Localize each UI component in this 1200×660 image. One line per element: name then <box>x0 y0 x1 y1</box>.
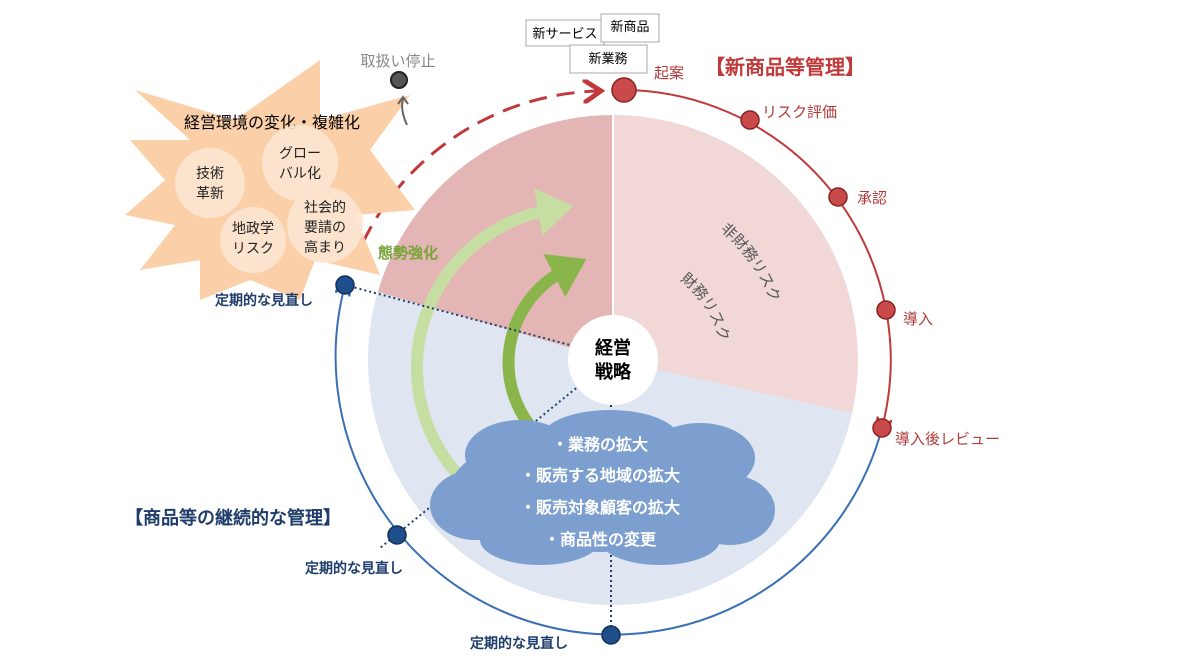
up-arrow-icon <box>397 95 409 126</box>
factor-text: 革新 <box>196 186 224 202</box>
cloud-item: ・商品性の変更 <box>544 530 657 549</box>
step-node-introduction[interactable] <box>876 300 896 320</box>
review-label: 定期的な見直し <box>470 635 568 652</box>
factor-text: 高まり <box>304 239 346 256</box>
strengthen-dashed-arrow <box>350 91 598 269</box>
step-label: 承認 <box>857 189 887 207</box>
factor-text: 社会的 <box>304 200 346 216</box>
center-label: 経営 <box>595 337 631 359</box>
stop-node[interactable] <box>390 71 408 89</box>
review-node[interactable] <box>601 625 621 645</box>
document-new-business: 新業務 <box>569 44 648 74</box>
document-new-service: 新サービス <box>525 19 605 47</box>
step-node-post-review[interactable] <box>872 418 892 438</box>
svg-text:新サービス: 新サービス <box>532 26 597 42</box>
review-label: 定期的な見直し <box>215 292 313 309</box>
factor-text: 地政学 <box>232 221 274 237</box>
factor-text: リスク <box>232 241 274 257</box>
cloud-item: ・販売対象顧客の拡大 <box>520 498 680 517</box>
step-label: 導入 <box>903 310 933 328</box>
review-node[interactable] <box>387 525 407 545</box>
strengthen-label: 態勢強化 <box>378 244 438 262</box>
expansion-cloud <box>430 410 775 565</box>
step-node-proposal[interactable] <box>611 77 637 103</box>
step-node-risk-assessment[interactable] <box>740 110 760 130</box>
step-label: リスク評価 <box>762 103 837 121</box>
svg-text:新業務: 新業務 <box>588 51 627 67</box>
review-node[interactable] <box>335 275 355 295</box>
step-label: 起案 <box>654 64 684 82</box>
environment-title: 経営環境の変化・複雑化 <box>184 113 360 132</box>
cloud-item: ・販売する地域の拡大 <box>520 466 680 485</box>
factor-text: バル化 <box>279 166 321 182</box>
center-label: 戦略 <box>595 361 632 383</box>
continuous-mgmt-title: 【商品等の継続的な管理】 <box>125 507 341 529</box>
continuous-arc <box>334 285 883 636</box>
step-label: 導入後レビュー <box>895 430 1000 448</box>
review-label: 定期的な見直し <box>305 560 403 577</box>
sector-light-pink <box>613 115 858 413</box>
factor-text: グロー <box>279 146 321 162</box>
factor-text: 技術 <box>196 166 224 182</box>
new-product-mgmt-title: 【新商品等管理】 <box>705 55 865 79</box>
cloud-item: ・業務の拡大 <box>552 435 648 454</box>
center-circle <box>568 315 658 405</box>
document-new-product: 新商品 <box>600 13 660 43</box>
svg-text:新商品: 新商品 <box>610 19 649 35</box>
factor-text: 要請の <box>304 220 346 236</box>
step-node-approval[interactable] <box>828 187 848 207</box>
stop-label: 取扱い停止 <box>360 52 435 70</box>
